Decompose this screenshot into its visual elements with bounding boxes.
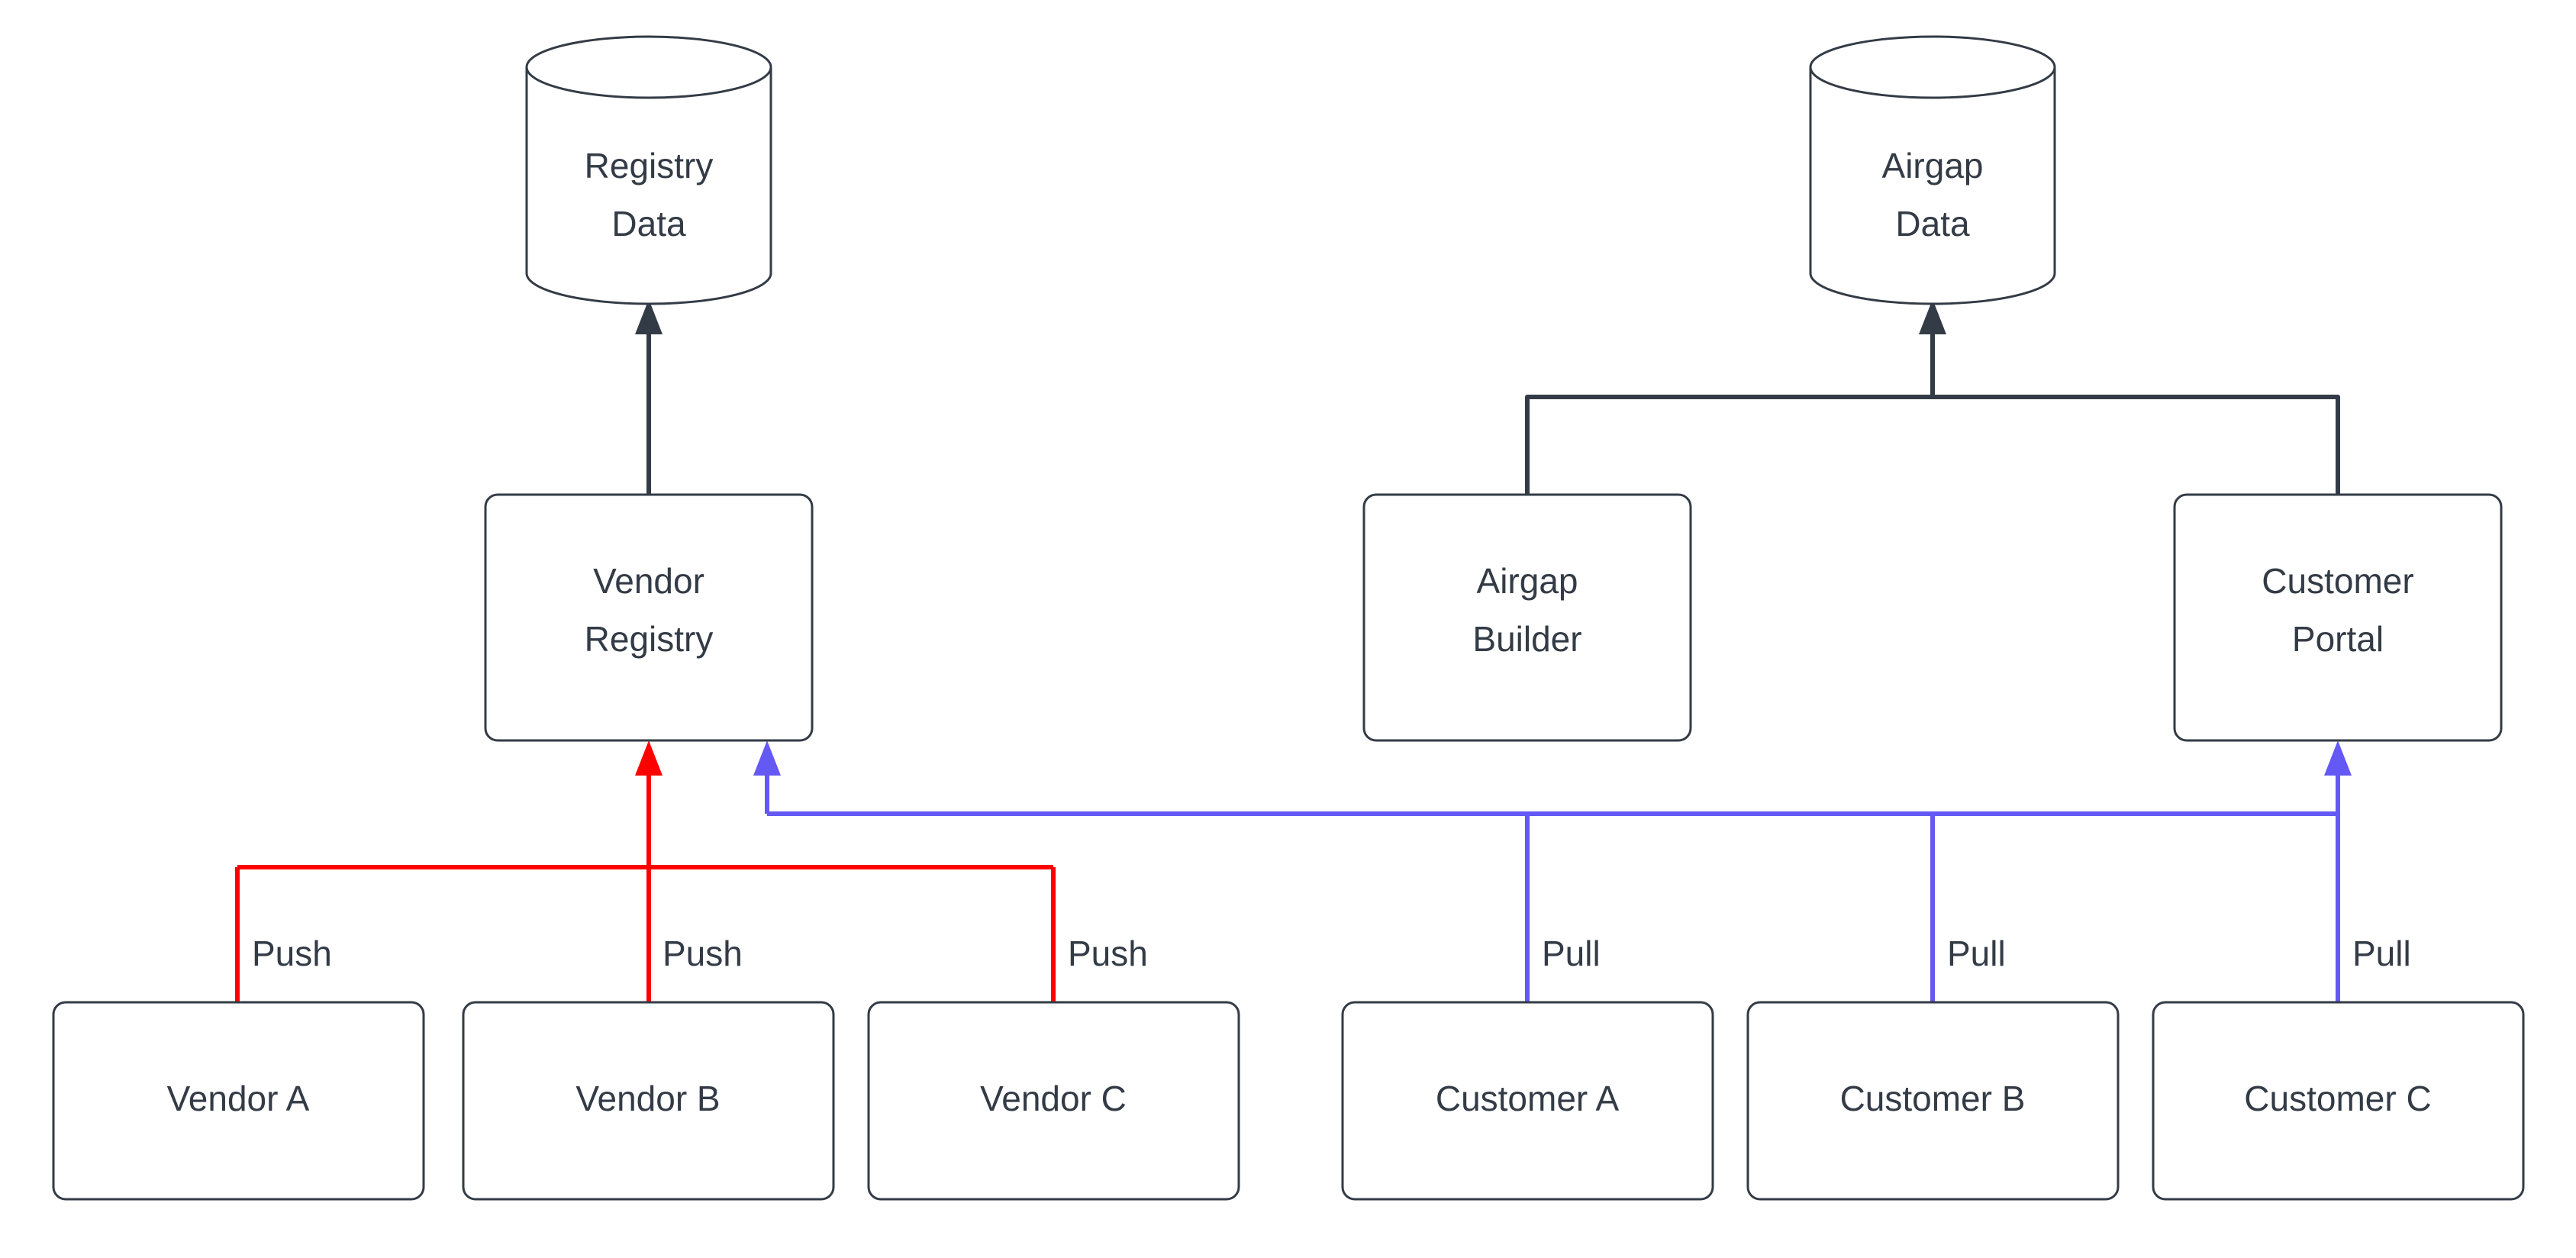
node-label: Vendor B	[575, 1079, 720, 1118]
node-vendor-b[interactable]: Vendor B	[462, 1001, 835, 1201]
cylinder-body	[525, 67, 772, 305]
node-label-line1: Airgap	[1477, 561, 1578, 601]
node-vendor-registry[interactable]: Vendor Registry	[484, 493, 814, 742]
node-customer-portal[interactable]: Customer Portal	[2173, 493, 2503, 742]
cylinder-body	[1809, 67, 2056, 305]
edge-label-push-a: Push	[252, 934, 332, 973]
arrowhead-up-icon	[753, 740, 781, 776]
node-label: Customer C	[2244, 1079, 2431, 1118]
node-label-line1: Customer	[2262, 561, 2413, 601]
edge-label-pull-c: Pull	[2352, 934, 2411, 973]
node-label-line2: Portal	[2292, 619, 2384, 659]
node-box	[52, 1001, 425, 1201]
edge-label-pull-b: Pull	[1947, 934, 2006, 973]
cylinder-top	[1809, 35, 2056, 99]
node-vendor-c[interactable]: Vendor C	[867, 1001, 1240, 1201]
node-box	[2152, 1001, 2525, 1201]
node-label-line2: Builder	[1472, 619, 1581, 659]
node-customer-a[interactable]: Customer A	[1341, 1001, 1714, 1201]
node-box	[1362, 493, 1692, 742]
node-box	[484, 493, 814, 742]
edge-label-pull-a: Pull	[1542, 934, 1601, 973]
node-label: Vendor A	[167, 1079, 310, 1118]
node-label: Vendor C	[980, 1079, 1127, 1118]
link-airgap-bracket-to-airgap-data	[1525, 299, 2340, 495]
node-label-line2: Data	[1895, 204, 1970, 244]
node-airgap-builder[interactable]: Airgap Builder	[1362, 493, 1692, 742]
node-box	[1746, 1001, 2120, 1201]
node-label-line1: Registry	[585, 146, 714, 185]
node-customer-b[interactable]: Customer B	[1746, 1001, 2120, 1201]
node-registry-data[interactable]: Registry Data	[525, 35, 772, 305]
node-customer-c[interactable]: Customer C	[2152, 1001, 2525, 1201]
link-pull-bus	[753, 740, 2352, 1002]
node-airgap-data[interactable]: Airgap Data	[1809, 35, 2056, 305]
node-box	[462, 1001, 835, 1201]
node-box	[1341, 1001, 1714, 1201]
link-bracket	[1525, 395, 2340, 495]
node-box	[2173, 493, 2503, 742]
node-label: Customer B	[1840, 1079, 2026, 1118]
arrowhead-up-icon	[1919, 299, 1946, 334]
link-push-bus	[235, 740, 1056, 1002]
node-label-line2: Registry	[585, 619, 714, 659]
edge-label-push-b: Push	[663, 934, 743, 973]
cylinder-top	[525, 35, 772, 99]
node-label-line2: Data	[611, 204, 686, 244]
node-vendor-a[interactable]: Vendor A	[52, 1001, 425, 1201]
link-vendor-registry-to-registry-data	[635, 299, 663, 495]
arrowhead-up-icon	[2324, 740, 2352, 776]
node-box	[867, 1001, 1240, 1201]
arrowhead-up-icon	[635, 740, 663, 776]
node-label-line1: Airgap	[1882, 146, 1984, 185]
arrowhead-up-icon	[635, 299, 663, 334]
node-label-line1: Vendor	[593, 561, 704, 601]
node-label: Customer A	[1436, 1079, 1620, 1118]
edge-label-push-c: Push	[1068, 934, 1148, 973]
